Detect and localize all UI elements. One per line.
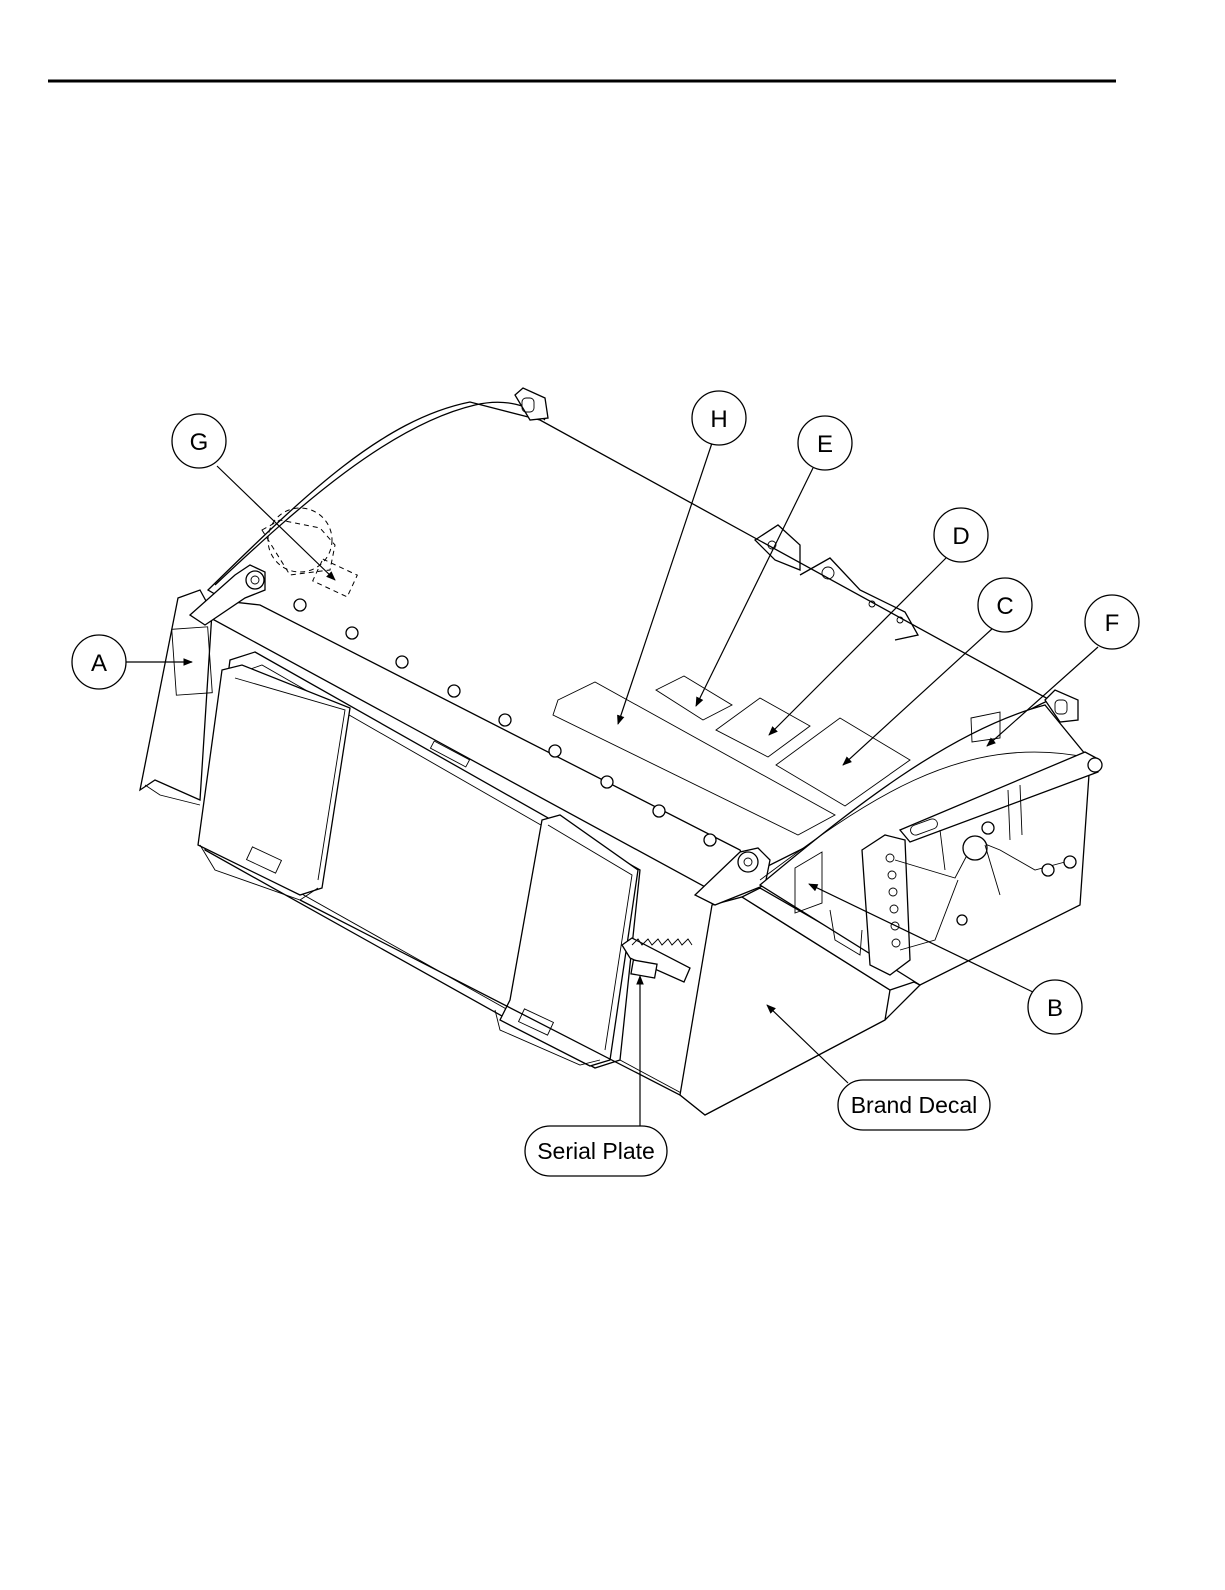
side-bolt [1064,856,1076,868]
bolt [653,805,665,817]
pivot-assembly [963,836,987,860]
bolt [396,656,408,668]
bolt [448,685,460,697]
top-bracket-hole-2 [822,567,834,579]
bolt [704,834,716,846]
callout-f: F [1085,595,1139,649]
side-bolt [1042,864,1054,876]
callout-h: H [692,391,746,445]
bolt [549,745,561,757]
brand-decal-callout: Brand Decal [838,1080,990,1130]
callout-b-label: B [1047,995,1063,1022]
callout-c: C [978,578,1032,632]
serial-plate-label: Serial Plate [537,1138,655,1164]
rail-end-bolt [1088,758,1102,772]
callout-h-label: H [710,406,727,433]
bolt [294,599,306,611]
callout-d-label: D [952,523,969,550]
callout-e-label: E [817,431,833,458]
callout-b: B [1028,980,1082,1034]
serial-plate-callout: Serial Plate [525,1126,667,1176]
callout-g-label: G [190,429,209,456]
left-hinge-nut [246,571,264,589]
callout-e: E [798,416,852,470]
side-bolt [957,915,967,925]
bolt [346,627,358,639]
bolt [601,776,613,788]
callout-g: G [172,414,226,468]
bolt [499,714,511,726]
brand-decal-label: Brand Decal [851,1092,978,1118]
right-hinge-nut [738,852,758,872]
side-adjust-bracket [862,835,910,975]
bucket-floor-line [620,1060,685,1095]
pivot-nut [982,822,994,834]
callout-c-label: C [996,593,1013,620]
callout-a: A [72,635,126,689]
callout-f-label: F [1105,610,1120,637]
callout-d: D [934,508,988,562]
callout-a-label: A [91,650,107,677]
bucket-illustration [140,388,1102,1115]
